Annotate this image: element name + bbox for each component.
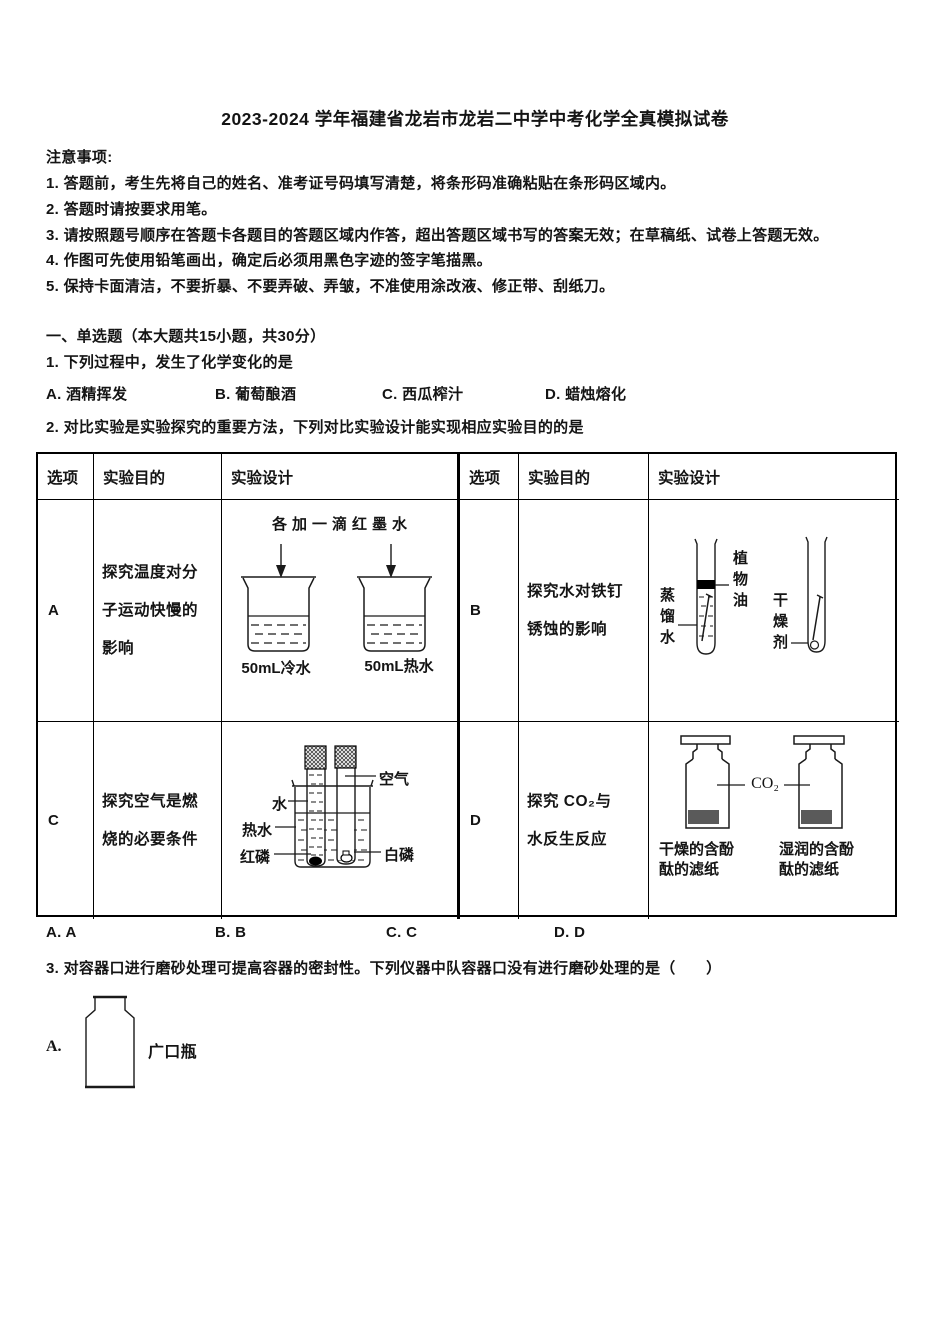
row-c-purpose: 探究空气是燃烧的必要条件 <box>94 722 222 919</box>
test-tubes-diagram <box>678 536 828 655</box>
question-2-text: 2. 对比实验是实验探究的重要方法，下列对比实验设计能实现相应实验目的的是 <box>46 419 584 436</box>
nail-left <box>701 595 710 642</box>
q2-answer-b: B. B <box>215 924 247 941</box>
notice-item-2: 2. 答题时请按要求用笔。 <box>46 201 217 218</box>
question-1-text: 1. 下列过程中，发生了化学变化的是 <box>46 354 294 371</box>
row-a-design: 各加一滴红墨水 50mL冷水 50mL热水 <box>222 500 460 722</box>
air-label: 空气 <box>379 771 410 788</box>
hot-water-label: 50mL热水 <box>364 658 434 675</box>
bottle-right-wall <box>124 1008 135 1086</box>
row-c-design: 水 热水 红磷 空气 白磷 <box>222 722 460 919</box>
arrow-left-head <box>276 565 286 578</box>
th-design-left: 实验设计 <box>222 454 460 500</box>
bottle-left-wall <box>85 1008 96 1086</box>
row-a-option: A <box>38 500 94 722</box>
beakers-diagram <box>241 544 432 652</box>
tube-red-phosphorus <box>306 769 326 867</box>
stopper-right <box>334 745 357 769</box>
vegetable-oil-label: 植物油 <box>731 550 748 613</box>
bottle-right-body <box>798 758 843 829</box>
desiccant-label: 干燥剂 <box>771 592 788 655</box>
tube-right <box>805 536 828 653</box>
row-b-purpose: 探究水对铁钉锈蚀的影响 <box>519 500 649 722</box>
question-3-text: 3. 对容器口进行磨砂处理可提高容器的密封性。下列仪器中队容器口没有进行磨砂处理… <box>46 960 722 977</box>
red-phosphorus-blob <box>309 856 322 866</box>
phosphorus-diagram <box>274 745 381 868</box>
th-purpose-left: 实验目的 <box>94 454 222 500</box>
row-c-purpose-text: 探究空气是燃烧的必要条件 <box>102 792 199 848</box>
notice-item-3: 3. 请按照题号顺序在答题卡各题目的答题区域内作答，超出答题区域书写的答案无效；… <box>46 227 829 244</box>
bottle-right-lid <box>793 735 845 745</box>
row-b-option: B <box>460 500 519 722</box>
notice-heading: 注意事项: <box>46 149 113 166</box>
oil-layer <box>697 580 715 589</box>
row-d-purpose-text: 探究 CO₂与水反生反应 <box>527 792 612 848</box>
q2-answer-c: C. C <box>386 924 418 941</box>
row-c-option: C <box>38 722 94 919</box>
drop-ink-label: 各加一滴红墨水 <box>271 516 412 533</box>
beaker-body <box>294 787 371 868</box>
section-heading: 一、单选题（本大题共15小题，共30分） <box>46 328 326 345</box>
q1-option-a: A. 酒精挥发 <box>46 386 128 403</box>
notice-item-5: 5. 保持卡面清洁，不要折暴、不要弄破、弄皱，不准使用涂改液、修正带、刮纸刀。 <box>46 278 615 295</box>
wet-paper-caption: 湿润的含酚酞的滤纸 <box>779 841 855 878</box>
th-option-right: 选项 <box>460 454 519 500</box>
q1-option-d: D. 蜡烛熔化 <box>545 386 627 403</box>
notice-item-4: 4. 作图可先使用铅笔画出，确定后必须用黑色字迹的签字笔描黑。 <box>46 252 492 269</box>
q3-option-a-key: A. <box>46 1038 62 1055</box>
red-phosphorus-label: 红磷 <box>240 849 271 866</box>
filter-paper-dry <box>688 810 719 824</box>
page-title: 2023-2024 学年福建省龙岩市龙岩二中学中考化学全真模拟试卷 <box>221 109 729 129</box>
white-phosphorus-label: 白磷 <box>384 847 415 864</box>
q2-comparison-table: 选项 实验目的 实验设计 选项 实验目的 实验设计 A 探究温度对分子运动快慢的… <box>36 452 899 919</box>
q3-option-a-label: 广口瓶 <box>148 1044 197 1061</box>
filter-paper-wet <box>801 810 832 824</box>
dry-paper-caption: 干燥的含酚酞的滤纸 <box>659 841 735 878</box>
bottle-left-body <box>685 758 730 829</box>
tube-white-phosphorus <box>336 768 356 865</box>
gas-bottles-diagram <box>680 735 845 829</box>
th-purpose-right: 实验目的 <box>519 454 649 500</box>
wide-mouth-bottle-diagram <box>85 995 135 1089</box>
stopper-left <box>304 745 327 770</box>
th-design-right: 实验设计 <box>649 454 899 500</box>
bottle-left-lid <box>680 735 731 745</box>
row-b-purpose-text: 探究水对铁钉锈蚀的影响 <box>527 582 624 638</box>
q1-option-c: C. 西瓜榨汁 <box>382 386 464 403</box>
q1-option-b: B. 葡萄酿酒 <box>215 386 297 403</box>
beaker-left-body <box>242 577 315 652</box>
row-b-design: 蒸馏水 植物油 干燥剂 <box>649 500 899 722</box>
row-d-purpose: 探究 CO₂与水反生反应 <box>519 722 649 919</box>
row-a-purpose: 探究温度对分子运动快慢的影响 <box>94 500 222 722</box>
notice-item-1: 1. 答题前，考生先将自己的姓名、准考证号码填写清楚，将条形码准确粘贴在条形码区… <box>46 175 676 192</box>
q2-answer-d: D. D <box>554 924 586 941</box>
distilled-water-label: 蒸馏水 <box>658 587 675 650</box>
row-a-purpose-text: 探究温度对分子运动快慢的影响 <box>102 563 199 657</box>
co2-label: CO₂ <box>751 775 779 792</box>
water-label: 水 <box>272 796 288 813</box>
cold-water-label: 50mL冷水 <box>241 660 311 677</box>
q2-answer-a: A. A <box>46 924 77 941</box>
tube-left <box>694 538 718 655</box>
th-option-left: 选项 <box>38 454 94 500</box>
nail-right <box>812 596 821 641</box>
beaker-right-body <box>358 577 431 652</box>
hot-water-label: 热水 <box>242 822 273 839</box>
row-d-design: CO₂ 干燥的含酚酞的滤纸 湿润的含酚酞的滤纸 <box>649 722 899 919</box>
arrow-right-head <box>386 565 396 578</box>
row-d-option: D <box>460 722 519 919</box>
